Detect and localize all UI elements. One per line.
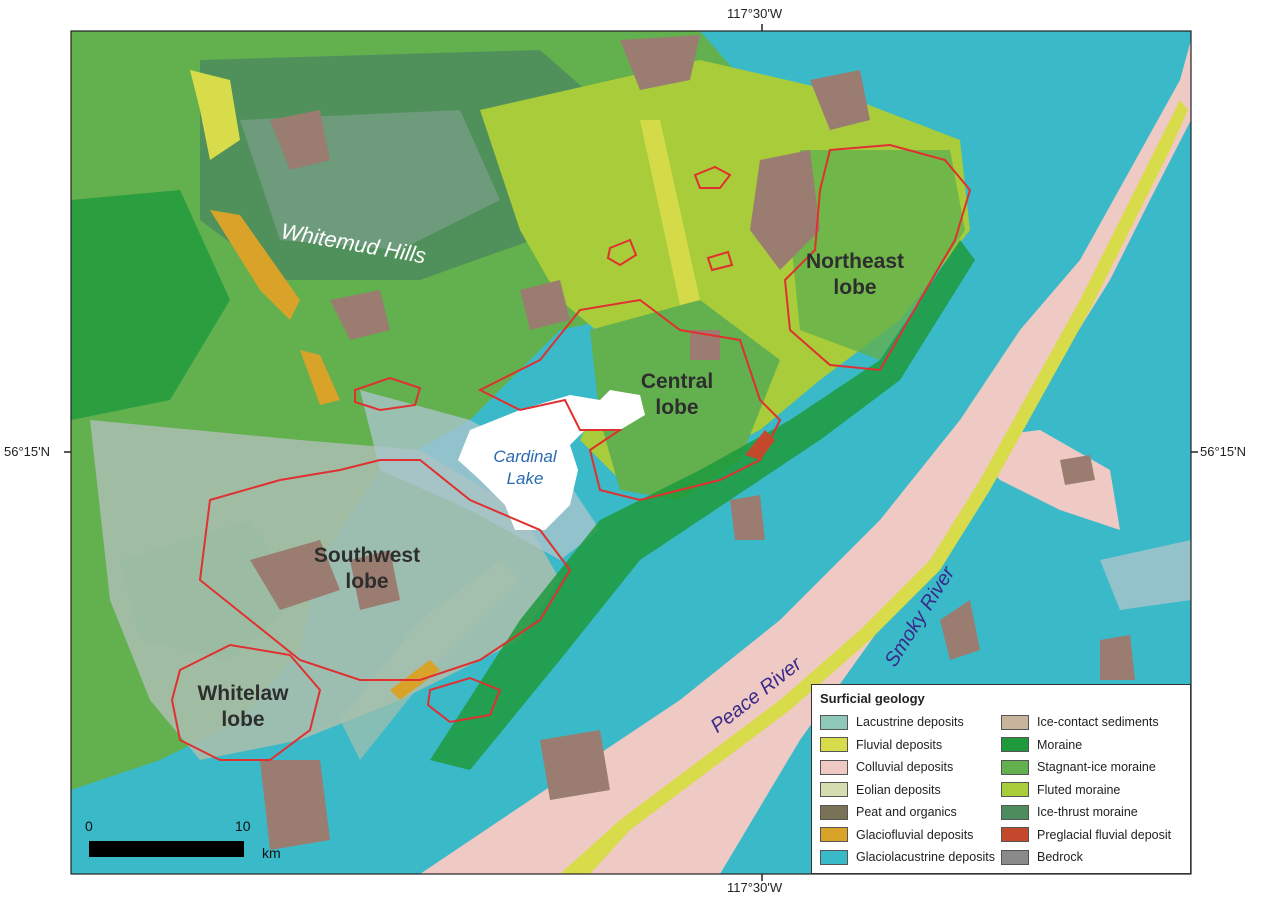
fluvial-stream-central — [640, 120, 700, 305]
legend-swatch — [820, 804, 848, 820]
legend-label: Eolian deposits — [856, 782, 941, 797]
longitude-bottom-label: 117°30'W — [727, 880, 783, 895]
central-lobe-outline — [477, 298, 782, 502]
fluvial-stream-northwest — [190, 70, 240, 160]
central-lobe-label-1: Central — [641, 370, 713, 393]
map-body — [71, 31, 1191, 874]
legend-item: Stagnant-ice moraine — [1001, 756, 1182, 779]
longitude-top-label: 117°30'W — [727, 6, 783, 21]
legend-swatch — [1001, 714, 1029, 730]
scale-unit-label: km — [262, 845, 281, 861]
legend-swatch — [1001, 827, 1029, 843]
legend-label: Bedrock — [1037, 850, 1083, 865]
legend-item: Bedrock — [1001, 846, 1182, 869]
southwest-lobe-label-1: Southwest — [314, 544, 420, 567]
lobe-outlines — [170, 143, 972, 761]
small-outline-north — [693, 165, 732, 189]
central-lobe-moraine — [590, 300, 780, 500]
latitude-right-label: 56°15'N — [1200, 444, 1246, 459]
whitelaw-lobe-label-1: Whitelaw — [197, 682, 289, 705]
cardinal-lake-label-1: Cardinal — [493, 447, 558, 466]
legend-item: Fluvial deposits — [820, 734, 1001, 757]
northeast-lobe-label-1: Northeast — [806, 250, 904, 273]
legend-swatch — [820, 759, 848, 775]
legend-swatch — [820, 827, 848, 843]
cardinal-lake — [458, 390, 645, 530]
legend-item: Glaciolacustrine deposits — [820, 846, 1001, 869]
legend-item: Fluted moraine — [1001, 779, 1182, 802]
legend-item: Moraine — [1001, 734, 1182, 757]
preglacial-patch — [745, 430, 775, 460]
small-outline-south — [426, 676, 502, 724]
northeast-lobe-outline — [783, 143, 972, 372]
legend-swatch — [1001, 759, 1029, 775]
legend-item: Peat and organics — [820, 801, 1001, 824]
legend-item: Preglacial fluvial deposit — [1001, 824, 1182, 847]
whitelaw-lobe-outline — [170, 643, 322, 761]
northeast-lobe-label-2: lobe — [833, 276, 876, 299]
scale-end-label: 10 — [235, 818, 251, 834]
pale-plain-east — [1100, 540, 1191, 610]
legend-label: Ice-contact sediments — [1037, 715, 1159, 730]
scale-bar — [89, 841, 244, 857]
small-outline-mid-1 — [606, 238, 638, 267]
central-lobe-label-2: lobe — [655, 396, 698, 419]
legend-label: Ice-thrust moraine — [1037, 805, 1138, 820]
legend-label: Colluvial deposits — [856, 760, 954, 775]
small-outline-west — [354, 376, 422, 412]
legend-label: Glaciolacustrine deposits — [856, 850, 995, 865]
moraine-ridge-diagonal — [430, 240, 975, 770]
latitude-left-label: 56°15'N — [4, 444, 50, 459]
legend-item: Lacustrine deposits — [820, 711, 1001, 734]
legend-label: Peat and organics — [856, 805, 957, 820]
legend-swatch — [1001, 737, 1029, 753]
southwest-lobe-label-2: lobe — [345, 570, 388, 593]
legend-swatch — [1001, 849, 1029, 865]
legend-swatch — [1001, 804, 1029, 820]
legend-swatch — [820, 849, 848, 865]
legend-label: Fluted moraine — [1037, 782, 1121, 797]
legend-item: Ice-contact sediments — [1001, 711, 1182, 734]
ice-contact-patches — [250, 35, 1135, 850]
legend-item: Ice-thrust moraine — [1001, 801, 1182, 824]
whitelaw-lobe-label-2: lobe — [221, 708, 264, 731]
small-outline-mid-2 — [706, 250, 734, 272]
legend-label: Moraine — [1037, 737, 1083, 752]
legend-item: Glaciofluvial deposits — [820, 824, 1001, 847]
scale-start-label: 0 — [85, 818, 93, 834]
legend-label: Glaciofluvial deposits — [856, 827, 974, 842]
southwest-lobe-outline — [198, 459, 572, 681]
legend-title: Surficial geology — [820, 691, 925, 706]
legend-item: Eolian deposits — [820, 779, 1001, 802]
legend-item: Colluvial deposits — [820, 756, 1001, 779]
cardinal-lake-label-2: Lake — [507, 469, 544, 488]
legend-label: Lacustrine deposits — [856, 715, 964, 730]
legend-swatch — [820, 714, 848, 730]
legend-swatch — [820, 782, 848, 798]
legend-label: Stagnant-ice moraine — [1037, 760, 1156, 775]
northeast-lobe-moraine — [790, 150, 965, 360]
legend-label: Preglacial fluvial deposit — [1037, 827, 1172, 842]
legend-swatch — [1001, 782, 1029, 798]
legend-label: Fluvial deposits — [856, 737, 943, 752]
legend-swatch — [820, 737, 848, 753]
colluvial-valley — [420, 40, 1191, 874]
moraine-patch-west — [71, 190, 230, 420]
